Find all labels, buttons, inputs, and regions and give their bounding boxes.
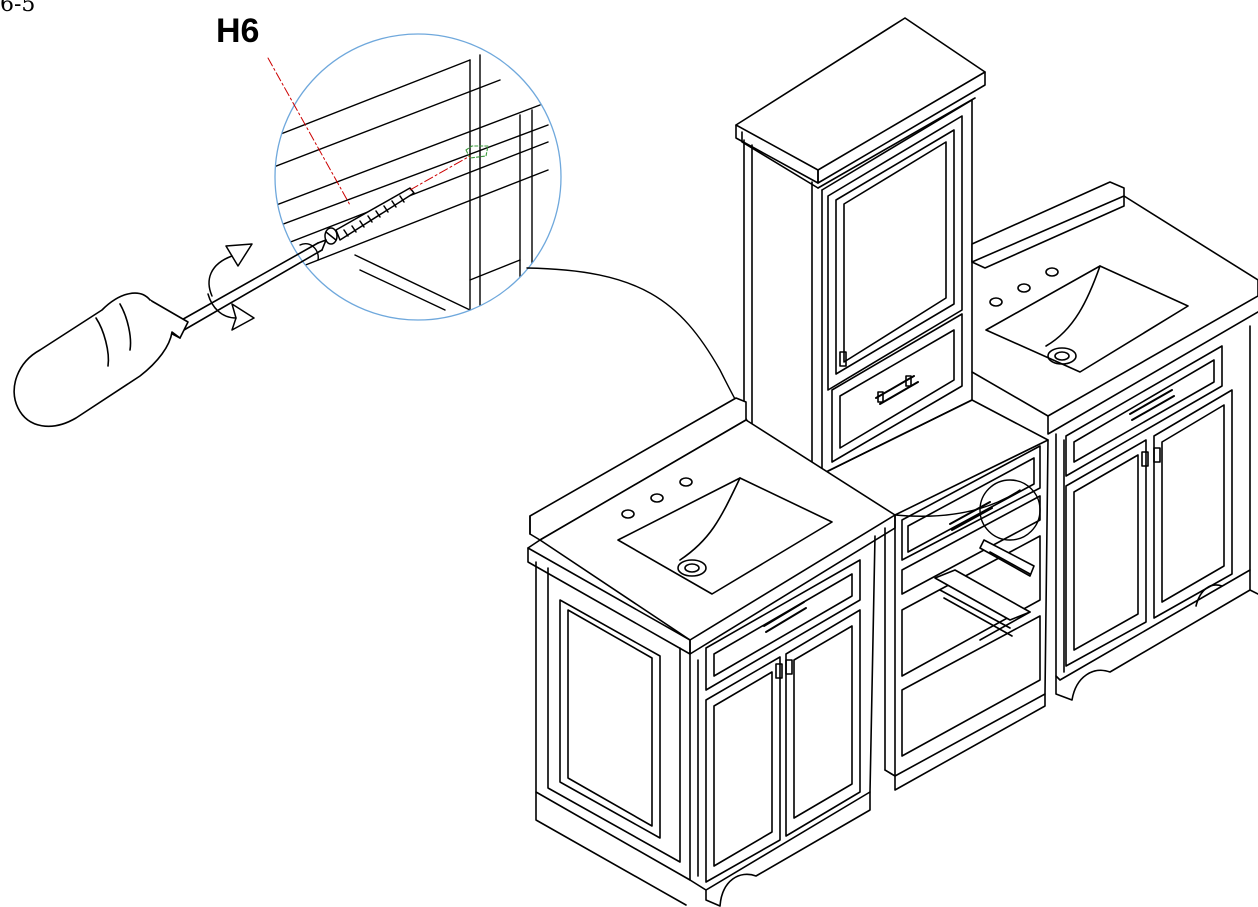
center-hutch-cabinet bbox=[735, 17, 986, 475]
screwdriver-icon bbox=[13, 239, 327, 427]
step-number: 6-5 bbox=[0, 0, 36, 17]
detail-magnifier bbox=[267, 33, 562, 321]
left-vanity-cabinet bbox=[527, 397, 896, 907]
guide-lines bbox=[267, 57, 471, 206]
part-label-h6: H6 bbox=[216, 12, 260, 50]
detail-circle bbox=[274, 33, 562, 321]
rotate-arrow-icon bbox=[207, 243, 255, 331]
right-vanity-cabinet bbox=[971, 181, 1258, 701]
center-base-cabinet bbox=[821, 399, 1049, 791]
screw-icon bbox=[324, 187, 415, 245]
